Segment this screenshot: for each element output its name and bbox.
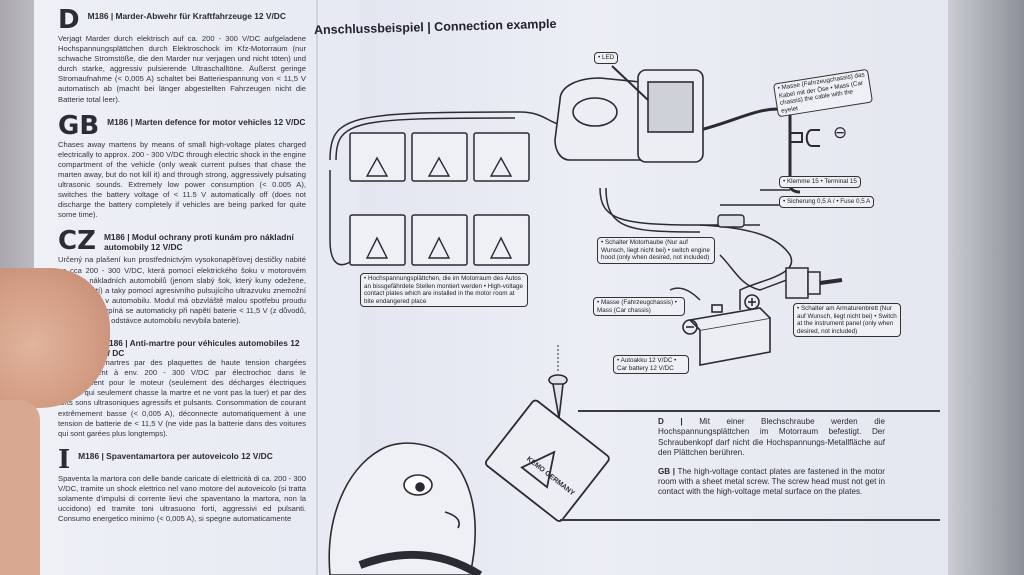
divider-top xyxy=(578,410,940,412)
section-heading-cz: M186 | Modul ochrany proti kunám pro nák… xyxy=(103,232,294,253)
lang-code-d: D xyxy=(58,8,80,35)
car-battery xyxy=(682,294,771,366)
description-column: D M186 | Marder-Abwehr für Kraftfahrzeug… xyxy=(58,8,306,575)
section-heading-f: M186 | Anti-martre pour véhicules automo… xyxy=(102,338,300,359)
lang-code-i: I xyxy=(58,444,71,475)
module-unit xyxy=(554,69,704,163)
section-i: I M186 | Spaventamartora per autoveicolo… xyxy=(58,444,306,524)
section-f: M186 | Anti-martre pour véhicules automo… xyxy=(58,335,306,439)
section-text-gb: Chases away martens by means of small hi… xyxy=(58,139,306,220)
note-d-lang: D | xyxy=(658,417,683,426)
lang-code-gb: GB xyxy=(58,110,100,141)
section-text-f: Chasse les martres par des plaquettes de… xyxy=(58,358,306,438)
label-hood-switch: • Schalter Motorhaube (Nur auf Wunsch, l… xyxy=(597,237,715,264)
divider-bottom xyxy=(560,519,940,521)
screw-icon xyxy=(548,374,568,419)
section-text-cz: Určený na plašení kun prostřednictvým vy… xyxy=(58,255,306,325)
label-dash-switch: • Schalter am Armaturenbrett (Nur auf Wu… xyxy=(793,303,901,338)
note-gb-lang: GB | xyxy=(658,466,676,476)
note-gb: GB | The high-voltage contact plates are… xyxy=(658,467,885,498)
section-heading-i: M186 | Spaventamartora per autoveicolo 1… xyxy=(78,450,273,461)
note-gb-text: The high-voltage contact plates are fast… xyxy=(658,466,885,497)
page-fold xyxy=(316,0,318,575)
minus-symbol: ⊖ xyxy=(833,123,848,142)
dash-switch xyxy=(785,267,843,299)
label-terminal: • Klemme 15 • Terminal 15 xyxy=(779,176,861,188)
section-heading-d: M186 | Marder-Abwehr für Kraftfahrzeuge … xyxy=(87,11,286,21)
background-right xyxy=(934,0,1024,575)
label-mass: • Masse (Fahrzeugchassis) • Mass (Car ch… xyxy=(593,297,685,317)
label-hv-plates: • Hochspannungsplättchen, die im Motorra… xyxy=(360,273,528,308)
hv-plates xyxy=(349,132,530,266)
label-battery: • Autoakku 12 V/DC • Car battery 12 V/DC xyxy=(613,355,689,375)
section-heading-gb: M186 | Marten defence for motor vehicles… xyxy=(107,116,306,127)
label-led: • LED xyxy=(594,52,619,64)
section-gb: GB M186 | Marten defence for motor vehic… xyxy=(58,110,306,221)
note-d-text: Mit einer Blechschraube werden die Hochs… xyxy=(658,417,886,458)
contact-plate xyxy=(485,399,610,522)
section-text-d: Verjagt Marder durch elektrisch auf ca. … xyxy=(58,34,306,104)
section-d: D M186 | Marder-Abwehr für Kraftfahrzeug… xyxy=(58,8,306,105)
marten-illustration xyxy=(328,442,483,575)
section-cz: CZ M186 | Modul ochrany proti kunám pro … xyxy=(58,226,306,326)
lang-code-cz: CZ xyxy=(58,226,96,257)
section-text-i: Spaventa la martora con delle bande cari… xyxy=(58,473,306,524)
notes: D | Mit einer Blechschraube werden die H… xyxy=(658,417,885,506)
thumb xyxy=(0,400,40,575)
fuse-icon xyxy=(717,214,745,228)
eyelet-icon xyxy=(789,129,820,147)
note-d: D | Mit einer Blechschraube werden die H… xyxy=(658,417,885,459)
finger xyxy=(0,268,110,408)
label-fuse: • Sicherung 0,5 A / • Fuse 0,5 A xyxy=(779,196,875,208)
